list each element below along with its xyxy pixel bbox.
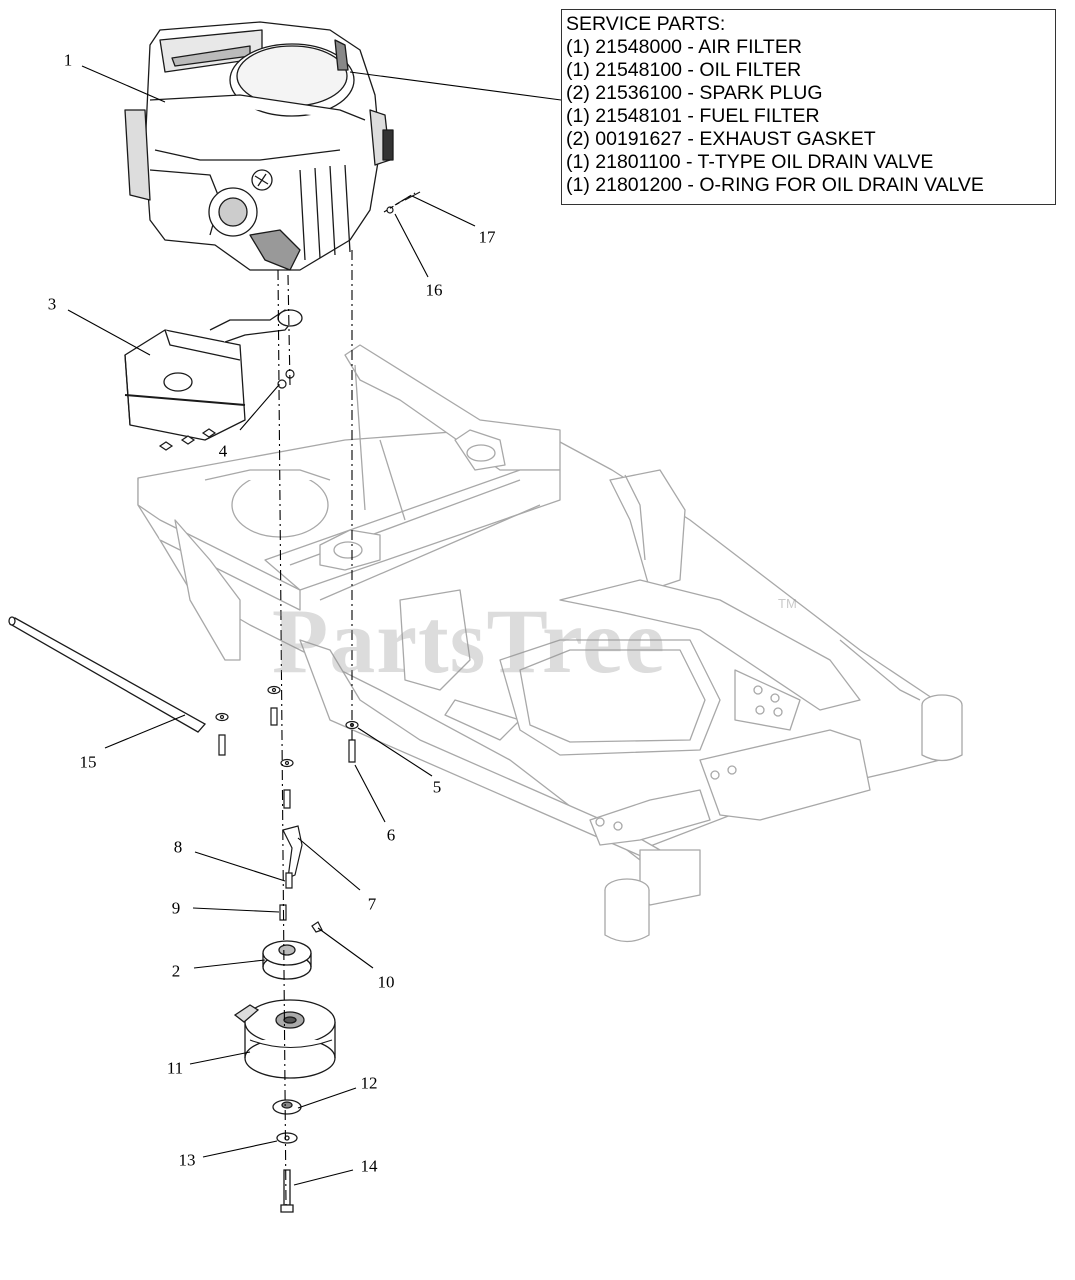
callout-9[interactable]: 9 bbox=[171, 898, 181, 918]
chassis-frame bbox=[137, 344, 963, 943]
callout-15[interactable]: 15 bbox=[79, 752, 97, 772]
callout-10[interactable]: 10 bbox=[377, 972, 395, 992]
service-part-oil-filter: (1) 21548100 - OIL FILTER bbox=[566, 59, 802, 81]
callout-17[interactable]: 17 bbox=[478, 227, 496, 247]
callout-13[interactable]: 13 bbox=[178, 1150, 196, 1170]
callout-12[interactable]: 12 bbox=[360, 1073, 378, 1093]
callout-14[interactable]: 14 bbox=[360, 1156, 378, 1176]
callout-2[interactable]: 2 bbox=[171, 961, 181, 981]
watermark-trademark: TM bbox=[778, 596, 797, 611]
service-part-fuel-filter: (1) 21548101 - FUEL FILTER bbox=[566, 105, 820, 127]
service-part-oil-drain-valve: (1) 21801100 - T-TYPE OIL DRAIN VALVE bbox=[566, 151, 934, 173]
callout-7[interactable]: 7 bbox=[367, 894, 377, 914]
service-part-spark-plug: (2) 21536100 - SPARK PLUG bbox=[566, 82, 823, 104]
center-lines bbox=[277, 192, 416, 1206]
leader-lines bbox=[67, 65, 562, 1186]
service-parts-title: SERVICE PARTS: bbox=[566, 13, 726, 35]
service-parts-box: SERVICE PARTS: (1) 21548000 - AIR FILTER… bbox=[561, 9, 1056, 205]
callout-5[interactable]: 5 bbox=[432, 777, 442, 797]
callout-4[interactable]: 4 bbox=[218, 441, 228, 461]
service-part-exhaust-gasket: (2) 00191627 - EXHAUST GASKET bbox=[566, 128, 876, 150]
rod bbox=[8, 616, 207, 733]
pulley bbox=[262, 940, 312, 980]
watermark: PartsTree bbox=[272, 590, 666, 692]
muffler bbox=[124, 309, 303, 441]
engine bbox=[124, 21, 394, 271]
callout-11[interactable]: 11 bbox=[166, 1058, 184, 1078]
callout-16[interactable]: 16 bbox=[425, 280, 443, 300]
callout-1[interactable]: 1 bbox=[63, 50, 73, 70]
service-part-air-filter: (1) 21548000 - AIR FILTER bbox=[566, 36, 802, 58]
callout-6[interactable]: 6 bbox=[386, 825, 396, 845]
service-part-o-ring: (1) 21801200 - O-RING FOR OIL DRAIN VALV… bbox=[566, 174, 984, 196]
callout-3[interactable]: 3 bbox=[47, 294, 57, 314]
callout-8[interactable]: 8 bbox=[173, 837, 183, 857]
